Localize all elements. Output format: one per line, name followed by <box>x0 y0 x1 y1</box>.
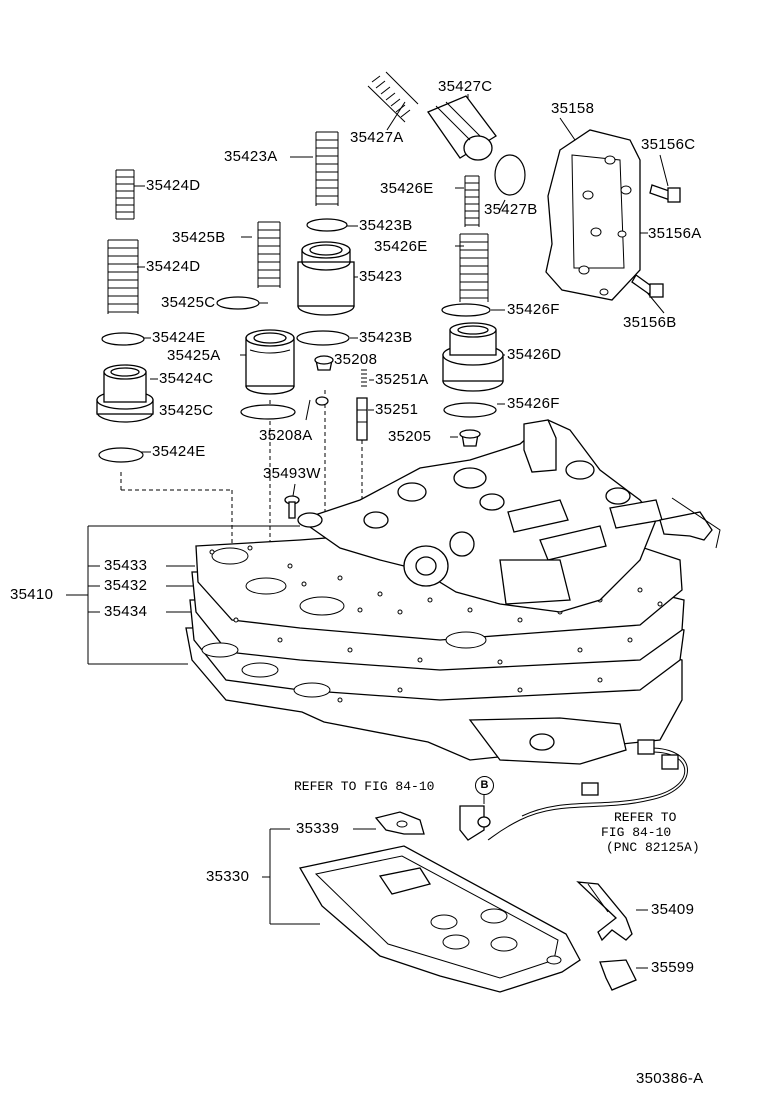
piston-35427c <box>427 95 497 161</box>
part-35424e-low-label: 35424E <box>152 443 206 460</box>
plug-35208 <box>314 355 334 371</box>
ring-35425c-top <box>216 296 260 310</box>
ring-35426f-mid <box>443 402 497 418</box>
part-35156c-label: 35156C <box>641 136 696 153</box>
part-35425a-label: 35425A <box>167 347 221 364</box>
part-35425b-label: 35425B <box>172 229 226 246</box>
part-35208a-label: 35208A <box>259 427 313 444</box>
detent-spring-35409 <box>576 881 633 942</box>
ring-35427b <box>494 154 526 196</box>
plug-35205 <box>459 429 481 447</box>
part-35423-label: 35423 <box>359 268 403 285</box>
part-35156b-label: 35156B <box>623 314 677 331</box>
reference-b-marker: B <box>475 776 494 795</box>
ring-35424e-low <box>98 447 144 463</box>
refer-fig-right-line3: (PNC 82125A) <box>606 840 700 855</box>
gasket-35339 <box>374 811 425 835</box>
valve-body-35410 <box>185 419 721 765</box>
spring-35427a <box>367 71 419 123</box>
piston-35426d <box>442 322 504 392</box>
part-35208-label: 35208 <box>334 351 378 368</box>
part-35426f-top-label: 35426F <box>507 301 560 318</box>
refer-fig-right-line2: FIG 84-10 <box>601 825 672 840</box>
refer-fig-right-line1: REFER TO <box>614 810 677 825</box>
spring-35424d-mid <box>107 239 139 314</box>
part-35426e-top-label: 35426E <box>380 180 434 197</box>
part-35423b-mid-label: 35423B <box>359 329 413 346</box>
spring-35424d-top <box>115 169 135 220</box>
part-35158-label: 35158 <box>551 100 595 117</box>
leader-lines <box>66 94 669 969</box>
part-35493w-label: 35493W <box>263 465 321 482</box>
spring-35426e-top <box>464 175 480 227</box>
part-35423a-label: 35423A <box>224 148 278 165</box>
bracket-35599 <box>599 959 637 991</box>
ring-35423b-top <box>306 218 348 232</box>
part-35410-label: 35410 <box>10 586 54 603</box>
part-35424d-mid-label: 35424D <box>146 258 201 275</box>
diagram-id: 350386-A <box>636 1070 704 1087</box>
part-35434-label: 35434 <box>104 603 148 620</box>
spring-35426e-mid <box>459 233 489 302</box>
rings <box>98 154 526 463</box>
ring-35424e-top <box>101 332 145 346</box>
part-35427c-label: 35427C <box>438 78 493 95</box>
part-35432-label: 35432 <box>104 577 148 594</box>
part-35427b-label: 35427B <box>484 201 538 218</box>
part-35424c-label: 35424C <box>159 370 214 387</box>
part-35423b-top-label: 35423B <box>359 217 413 234</box>
connector-b <box>459 805 491 841</box>
pin-35251a <box>361 369 367 387</box>
part-35205-label: 35205 <box>388 428 432 445</box>
part-35426e-mid-label: 35426E <box>374 238 428 255</box>
solenoid <box>403 531 475 587</box>
piston-35425a <box>245 329 295 395</box>
part-35251a-label: 35251A <box>375 371 429 388</box>
bolt-35156c <box>649 184 681 203</box>
ring-35208a <box>315 396 329 406</box>
valve-35251 <box>356 397 368 441</box>
refer-fig-b-note: REFER TO FIG 84-10 <box>294 779 435 794</box>
spring-35425b <box>257 221 281 288</box>
ring-35425c-mid <box>240 404 296 420</box>
spring-35423a <box>315 131 339 206</box>
cover-plate-35158 <box>545 129 641 301</box>
wiring-harness <box>487 739 688 841</box>
part-35426f-mid-label: 35426F <box>507 395 560 412</box>
ring-35426f-top <box>441 303 491 317</box>
oil-strainer-35330 <box>298 845 581 993</box>
part-35424d-top-label: 35424D <box>146 177 201 194</box>
part-35330-label: 35330 <box>206 868 250 885</box>
part-35424e-top-label: 35424E <box>152 329 206 346</box>
piston-35424c <box>96 364 154 423</box>
part-35425c-top-label: 35425C <box>161 294 216 311</box>
bolt-35493w <box>284 495 300 519</box>
part-35425c-mid-label: 35425C <box>159 402 214 419</box>
part-35409-label: 35409 <box>651 901 695 918</box>
part-35426d-label: 35426D <box>507 346 562 363</box>
piston-35423 <box>297 241 355 316</box>
ring-35423b-mid <box>296 330 350 346</box>
bolt-35156b <box>631 274 664 298</box>
part-35156a-label: 35156A <box>648 225 702 242</box>
part-35599-label: 35599 <box>651 959 695 976</box>
part-35433-label: 35433 <box>104 557 148 574</box>
part-35339-label: 35339 <box>296 820 340 837</box>
part-35251-label: 35251 <box>375 401 419 418</box>
part-35427a-label: 35427A <box>350 129 404 146</box>
